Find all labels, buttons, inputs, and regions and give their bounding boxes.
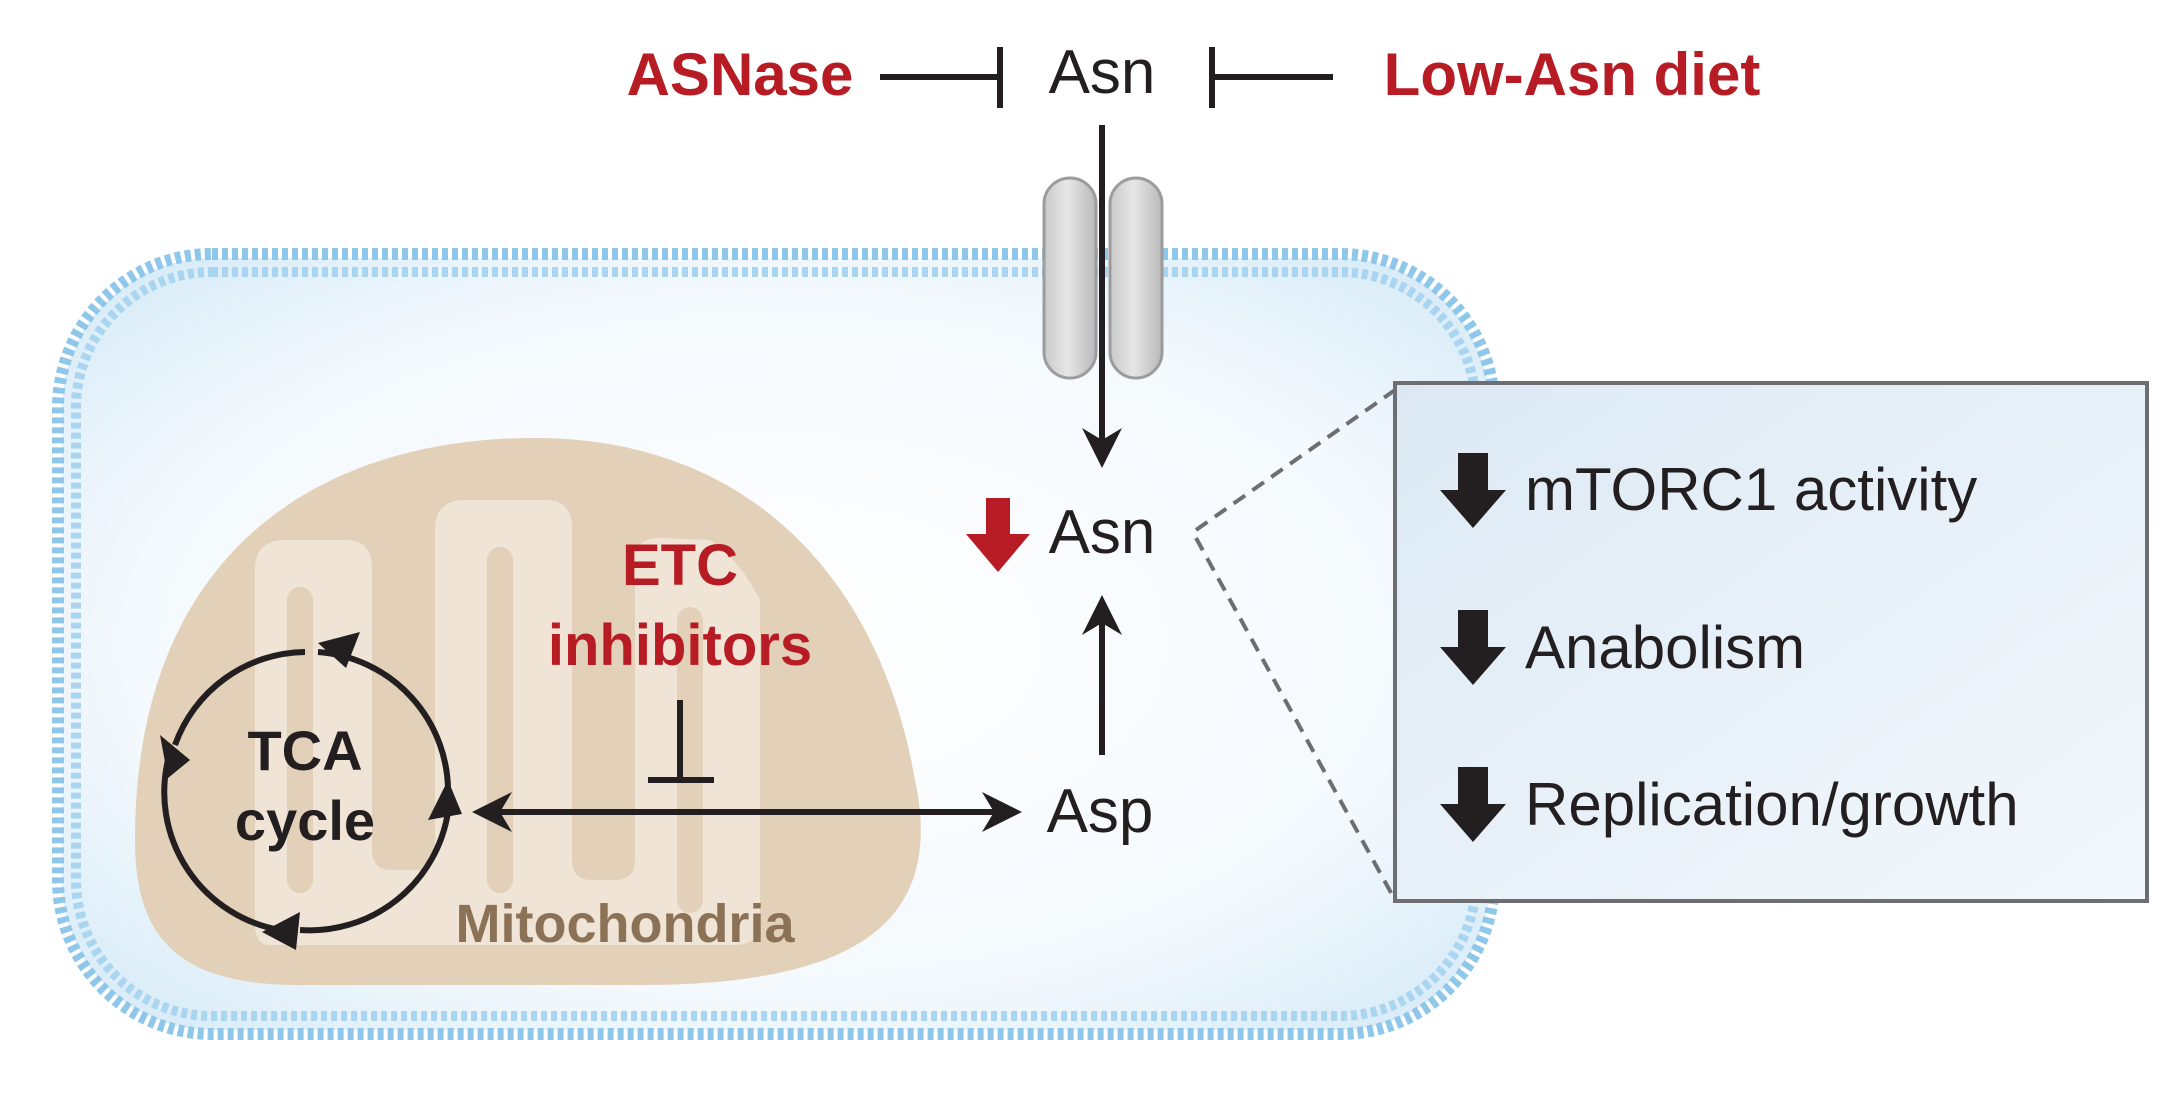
mitochondrion	[135, 437, 921, 985]
tca-label-line2: cycle	[235, 789, 375, 852]
asp-to-asn-arrow	[1082, 595, 1122, 755]
asn-intracellular-label: Asn	[1049, 498, 1156, 567]
asn-extracellular-label: Asn	[1049, 38, 1156, 107]
tca-arrowheads	[160, 632, 462, 950]
asp-label: Asp	[1047, 777, 1154, 846]
effects-box: mTORC1 activity Anabolism Replication/gr…	[1393, 381, 2149, 903]
down-arrow-icon	[1440, 610, 1506, 685]
etc-label-line2: inhibitors	[548, 613, 812, 678]
effect-item-anabolism: Anabolism	[1440, 610, 1805, 685]
effect-item-replication: Replication/growth	[1440, 767, 2019, 842]
etc-label-line1: ETC	[622, 533, 738, 598]
down-arrow-icon	[1440, 453, 1506, 528]
cristae-folds	[287, 547, 703, 913]
tca-label-line1: TCA	[247, 719, 362, 782]
asn-import-arrow	[1082, 125, 1122, 468]
down-arrow-icon	[1440, 767, 1506, 842]
mito-asp-exchange-arrow	[472, 792, 1022, 832]
effect-label: mTORC1 activity	[1525, 456, 1977, 523]
asnase-inhibition-bar	[880, 47, 1003, 108]
low-asn-diet-inhibition-bar	[1209, 47, 1333, 108]
cell-membrane-inner	[71, 267, 1481, 1021]
effect-item-mtorc1: mTORC1 activity	[1440, 453, 1977, 528]
asnase-label: ASNase	[627, 41, 854, 108]
asn-decrease-arrow-icon	[966, 498, 1030, 572]
low-asn-diet-label: Low-Asn diet	[1384, 41, 1761, 108]
mitochondria-label: Mitochondria	[456, 894, 796, 954]
etc-inhibition-bar	[648, 700, 714, 783]
asn-transporter-channel	[1042, 176, 1164, 380]
effect-label: Replication/growth	[1525, 771, 2019, 838]
callout-lines	[1194, 388, 1397, 901]
effect-label: Anabolism	[1525, 614, 1805, 681]
